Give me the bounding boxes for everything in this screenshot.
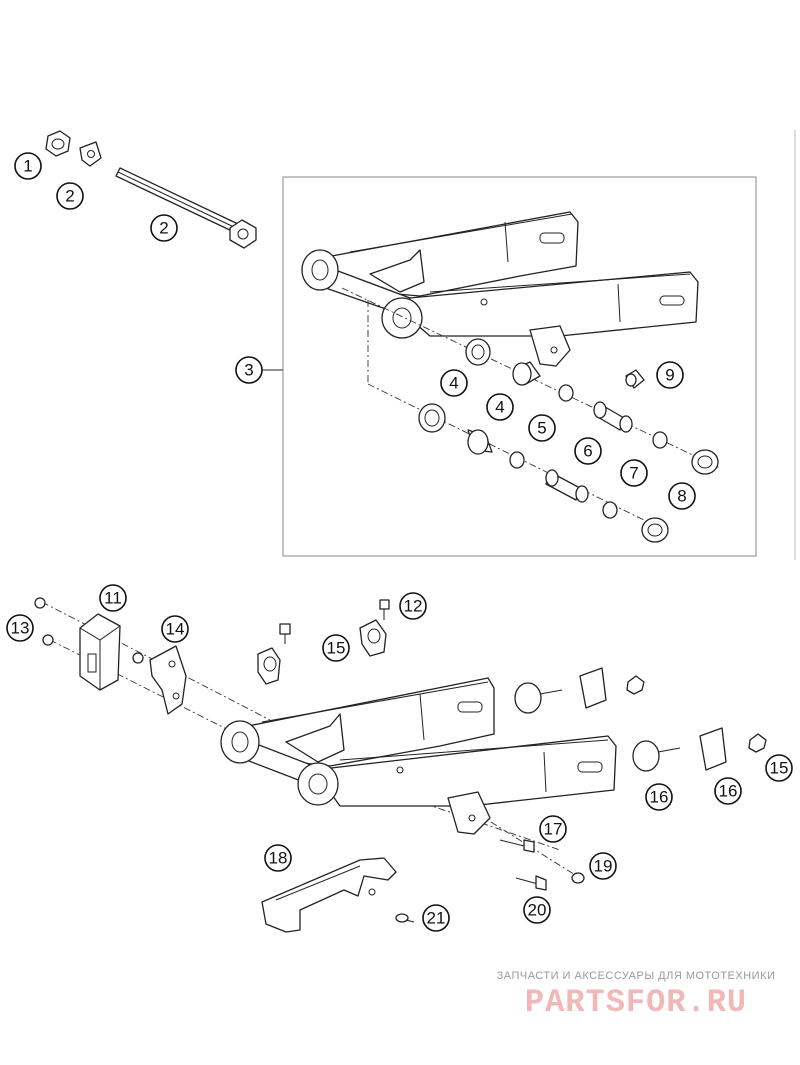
callout-19: 16: [714, 777, 742, 805]
svg-text:14: 14: [166, 620, 185, 639]
svg-text:15: 15: [770, 759, 789, 778]
washer-part-8: [79, 141, 102, 167]
svg-text:12: 12: [404, 597, 423, 616]
swingarm-top-view: [301, 211, 699, 367]
nut-part-17: [571, 872, 585, 884]
bushing-part-3-lower: [467, 429, 493, 455]
svg-text:21: 21: [427, 909, 446, 928]
svg-text:15: 15: [327, 639, 346, 658]
callout-12: 12: [399, 592, 427, 620]
callout-11: 15: [322, 634, 350, 662]
seal-part-4-upper: [558, 384, 574, 402]
watermark: ЗАПЧАСТИ И АКСЕССУАРЫ ДЛЯ МОТОТЕХНИКИ PA…: [486, 970, 786, 1021]
sleeve-part-5-lower: [545, 469, 589, 503]
nut-part-20: [748, 733, 767, 753]
svg-text:16: 16: [650, 788, 669, 807]
assembly-frame: [282, 176, 757, 557]
seal-part-4-lower-b: [602, 501, 618, 519]
callout-2-upper: 4: [440, 369, 468, 397]
bearing-part-2-upper-b: [691, 449, 719, 475]
bearing-part-2-lower-b: [641, 517, 669, 543]
svg-text:8: 8: [677, 487, 686, 506]
svg-text:16: 16: [719, 782, 738, 801]
plate-part-19-upper: [579, 667, 607, 709]
svg-text:4: 4: [449, 374, 458, 393]
callout-18: 16: [645, 783, 673, 811]
svg-text:6: 6: [583, 442, 592, 461]
svg-text:17: 17: [544, 820, 563, 839]
axle-part-7: [115, 167, 257, 249]
clamp-part-11-right: [359, 619, 387, 657]
callout-14: 14: [161, 615, 189, 643]
svg-text:2: 2: [159, 219, 168, 238]
callout-6: 9: [656, 361, 684, 389]
bearing-part-2-upper: [465, 338, 491, 366]
axis-line-15a: [41, 601, 271, 721]
screw-part-22: [395, 913, 415, 923]
svg-text:20: 20: [528, 901, 547, 920]
bearing-part-2-lower: [418, 403, 446, 433]
watermark-caption: ЗАПЧАСТИ И АКСЕССУАРЫ ДЛЯ МОТОТЕХНИКИ: [496, 970, 776, 982]
plate-part-19: [699, 727, 727, 771]
chain-adjuster-part-18: [632, 740, 681, 772]
bolt-part-12: [379, 599, 390, 620]
bracket-part-14: [149, 645, 187, 715]
nut-part-15-lower: [42, 634, 54, 646]
bushing-part-3-upper: [512, 361, 541, 386]
callout-21: 18: [264, 844, 292, 872]
callout-3: 4: [486, 393, 514, 421]
callout-16-upper: 17: [539, 815, 567, 843]
svg-text:19: 19: [594, 857, 613, 876]
bolt-part-16-upper: [499, 839, 535, 853]
svg-text:2: 2: [65, 187, 74, 206]
nut-part-9: [45, 130, 71, 157]
chain-guard-part-21: [261, 857, 397, 933]
nut-part-14-small: [132, 652, 144, 664]
callout-13: 11: [99, 584, 127, 612]
callout-20: 15: [765, 754, 793, 782]
clamp-part-11-left: [257, 647, 281, 685]
callout-7: 2: [150, 214, 178, 242]
svg-text:13: 13: [11, 619, 30, 638]
svg-text:18: 18: [269, 849, 288, 868]
callout-4-upper: 5: [528, 414, 556, 442]
nut-part-20-upper: [626, 675, 645, 695]
svg-text:3: 3: [244, 361, 253, 380]
svg-text:9: 9: [665, 366, 674, 385]
chain-guide-block-part-13: [79, 613, 121, 691]
callout-9: 1: [14, 152, 42, 180]
seal-part-4-lower: [509, 451, 525, 469]
nut-part-15-upper: [34, 597, 46, 609]
svg-text:1: 1: [23, 157, 32, 176]
callout-22: 21: [422, 904, 450, 932]
callout-4-lower: 7: [620, 459, 648, 487]
svg-text:7: 7: [629, 464, 638, 483]
swingarm-main: [220, 677, 617, 835]
svg-text:11: 11: [104, 589, 122, 608]
bolt-part-16-lower: [515, 875, 547, 891]
axis-line-16: [439, 789, 581, 879]
chain-adjuster-part-18-upper: [514, 682, 563, 714]
callout-2-lower: 8: [668, 482, 696, 510]
callout-15: 13: [6, 614, 34, 642]
sleeve-part-5-upper: [593, 401, 633, 433]
callout-16-lower: 20: [523, 896, 551, 924]
seal-part-4-upper-b: [652, 431, 668, 449]
callout-8: 2: [56, 182, 84, 210]
bolt-part-11-small: [279, 623, 291, 644]
callout-1: 3: [235, 356, 263, 384]
watermark-brand: PARTSFOR.RU: [524, 984, 748, 1021]
callout-5: 6: [574, 437, 602, 465]
cap-part-6: [625, 369, 645, 389]
svg-text:5: 5: [537, 419, 546, 438]
callout-17: 19: [589, 852, 617, 880]
svg-text:4: 4: [495, 398, 504, 417]
